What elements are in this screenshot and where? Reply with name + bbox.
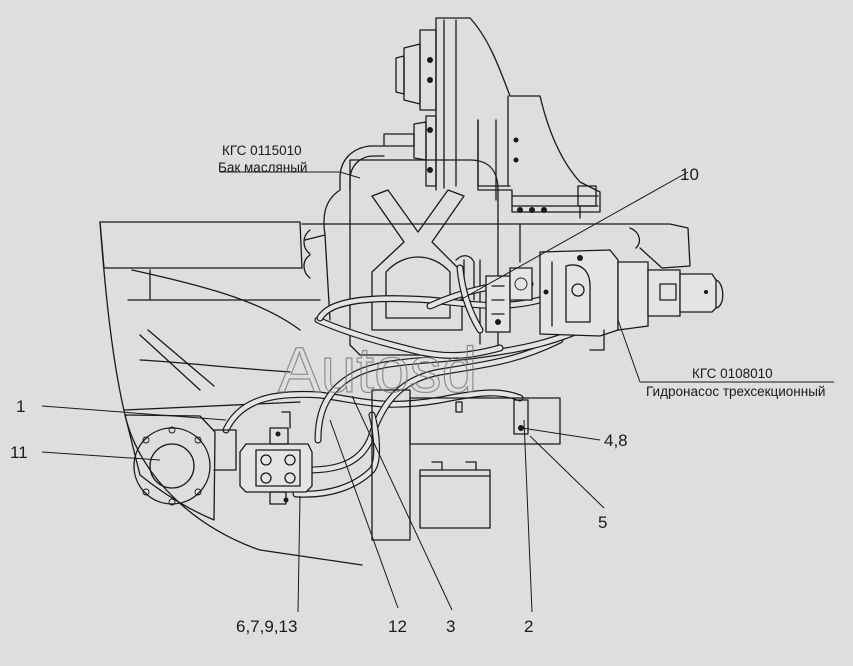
three-section-pump	[539, 249, 724, 351]
callout-10: 10	[680, 165, 699, 184]
callout-1: 1	[16, 397, 25, 416]
pump-code: КГС 0108010	[692, 366, 773, 381]
callout-5: 5	[598, 513, 607, 532]
leader-lines	[41, 171, 834, 613]
callout-2: 2	[524, 617, 533, 636]
callout-4-8: 4,8	[604, 431, 628, 450]
gear-pump-assembly	[213, 411, 313, 505]
oil-tank-name: Бак масляный	[218, 160, 307, 175]
callout-3: 3	[446, 617, 455, 636]
pump-name: Гидронасос трехсекционный	[646, 384, 825, 399]
flange-plate	[124, 414, 216, 521]
battery-box	[371, 389, 561, 541]
callout-11: 11	[10, 443, 28, 462]
oil-tank-code: КГС 0115010	[222, 143, 302, 158]
watermark: Autosd	[278, 334, 477, 406]
valve-block	[485, 267, 533, 333]
callout-12: 12	[388, 617, 407, 636]
tractor-frame	[99, 221, 691, 566]
callout-6-7-9-13: 6,7,9,13	[236, 617, 297, 636]
engine-block	[383, 17, 601, 219]
